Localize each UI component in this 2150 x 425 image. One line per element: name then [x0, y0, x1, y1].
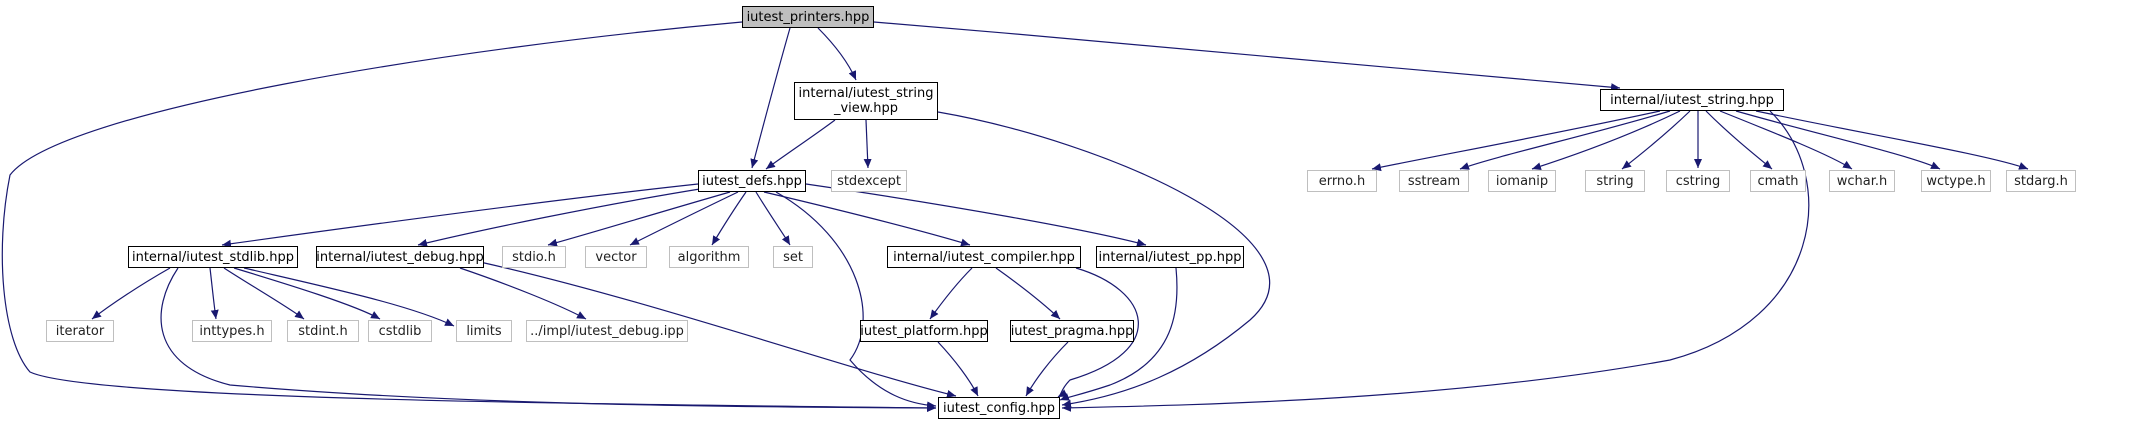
- edge-stdlib_hpp-stdint: [223, 267, 305, 320]
- node-iutest-defs[interactable]: iutest_defs.hpp: [698, 170, 806, 192]
- edge-stdlib_hpp-config: [160, 267, 937, 412]
- edge-platform-config: [937, 341, 979, 397]
- edge-stdlib_hpp-iterator: [91, 267, 171, 320]
- node-cstdlib: cstdlib: [368, 320, 432, 342]
- node-inttypes-h: inttypes.h: [192, 320, 272, 342]
- node-errno-h: errno.h: [1307, 170, 1377, 192]
- edge-string_view-defs: [765, 119, 836, 170]
- node-iutest-printers: iutest_printers.hpp: [742, 6, 874, 28]
- edge-compiler-pragma: [995, 267, 1061, 320]
- node-internal-iutest-compiler[interactable]: internal/iutest_compiler.hpp: [887, 246, 1081, 268]
- node-limits: limits: [456, 320, 512, 342]
- node-iutest-pragma[interactable]: iutest_pragma.hpp: [1010, 320, 1134, 342]
- edge-defs-debug_hpp: [417, 187, 707, 247]
- edge-string-string_std: [1621, 110, 1691, 170]
- edge-string-cmath: [1705, 110, 1773, 170]
- edge-compiler-platform: [929, 267, 973, 320]
- node-sstream: sstream: [1399, 170, 1469, 192]
- edge-printers-config: [1, 21, 937, 412]
- node-cmath: cmath: [1750, 170, 1806, 192]
- node-internal-iutest-debug[interactable]: internal/iutest_debug.hpp: [316, 246, 484, 268]
- edge-stdlib_hpp-cstdlib: [233, 267, 381, 320]
- edge-string-wctype: [1735, 110, 1941, 170]
- node-set: set: [773, 246, 813, 268]
- edge-defs-algorithm: [711, 191, 747, 246]
- node-internal-iutest-string[interactable]: internal/iutest_string.hpp: [1600, 89, 1784, 111]
- edge-printers-defs: [750, 27, 791, 169]
- node-internal-iutest-stdlib[interactable]: internal/iutest_stdlib.hpp: [128, 246, 298, 268]
- edge-string-stdarg: [1755, 110, 2029, 170]
- edge-pragma-config: [1025, 341, 1069, 397]
- node-impl-iutest-debug-ipp: ../impl/iutest_debug.ipp: [526, 320, 688, 342]
- node-vector: vector: [585, 246, 647, 268]
- node-iutest-platform[interactable]: iutest_platform.hpp: [860, 320, 988, 342]
- node-stdarg-h: stdarg.h: [2006, 170, 2076, 192]
- edge-defs-stdio: [547, 191, 731, 247]
- edge-string-errno: [1371, 110, 1661, 172]
- node-iutest-config[interactable]: iutest_config.hpp: [938, 397, 1060, 419]
- edge-string-iomanip: [1531, 110, 1681, 171]
- node-cstring: cstring: [1666, 170, 1730, 192]
- edge-defs-config: [775, 191, 937, 410]
- edge-pp-config: [1059, 267, 1178, 401]
- edge-defs-vector: [629, 191, 739, 246]
- node-internal-iutest-string-view[interactable]: internal/iutest_string _view.hpp: [794, 82, 938, 120]
- node-stdexcept: stdexcept: [831, 170, 907, 192]
- edge-compiler-config: [1057, 267, 1139, 398]
- node-stdio-h: stdio.h: [502, 246, 566, 268]
- edge-stdlib_hpp-limits: [243, 267, 455, 327]
- edge-debug_hpp-config: [479, 261, 957, 398]
- edge-string-sstream: [1459, 110, 1671, 170]
- edge-printers-string_view: [817, 27, 857, 81]
- node-algorithm: algorithm: [669, 246, 749, 268]
- edge-stdlib_hpp-inttypes: [209, 267, 219, 320]
- node-wchar-h: wchar.h: [1829, 170, 1895, 192]
- node-iterator: iterator: [46, 320, 114, 342]
- edge-string-wchar: [1719, 110, 1853, 170]
- edge-string_view-config: [937, 111, 1270, 408]
- edge-string-config: [1061, 110, 1810, 412]
- node-wctype-h: wctype.h: [1921, 170, 1991, 192]
- node-string-std: string: [1585, 170, 1645, 192]
- edge-debug_hpp-debug_ipp: [459, 267, 587, 320]
- edge-string_view-stdexcept: [863, 119, 872, 169]
- node-stdint-h: stdint.h: [287, 320, 359, 342]
- node-internal-iutest-pp[interactable]: internal/iutest_pp.hpp: [1096, 246, 1244, 268]
- edge-defs-pp: [805, 183, 1147, 247]
- edge-defs-compiler: [763, 191, 971, 247]
- edge-defs-set: [755, 191, 791, 246]
- node-iomanip: iomanip: [1488, 170, 1556, 192]
- edge-defs-stdlib_hpp: [221, 183, 699, 248]
